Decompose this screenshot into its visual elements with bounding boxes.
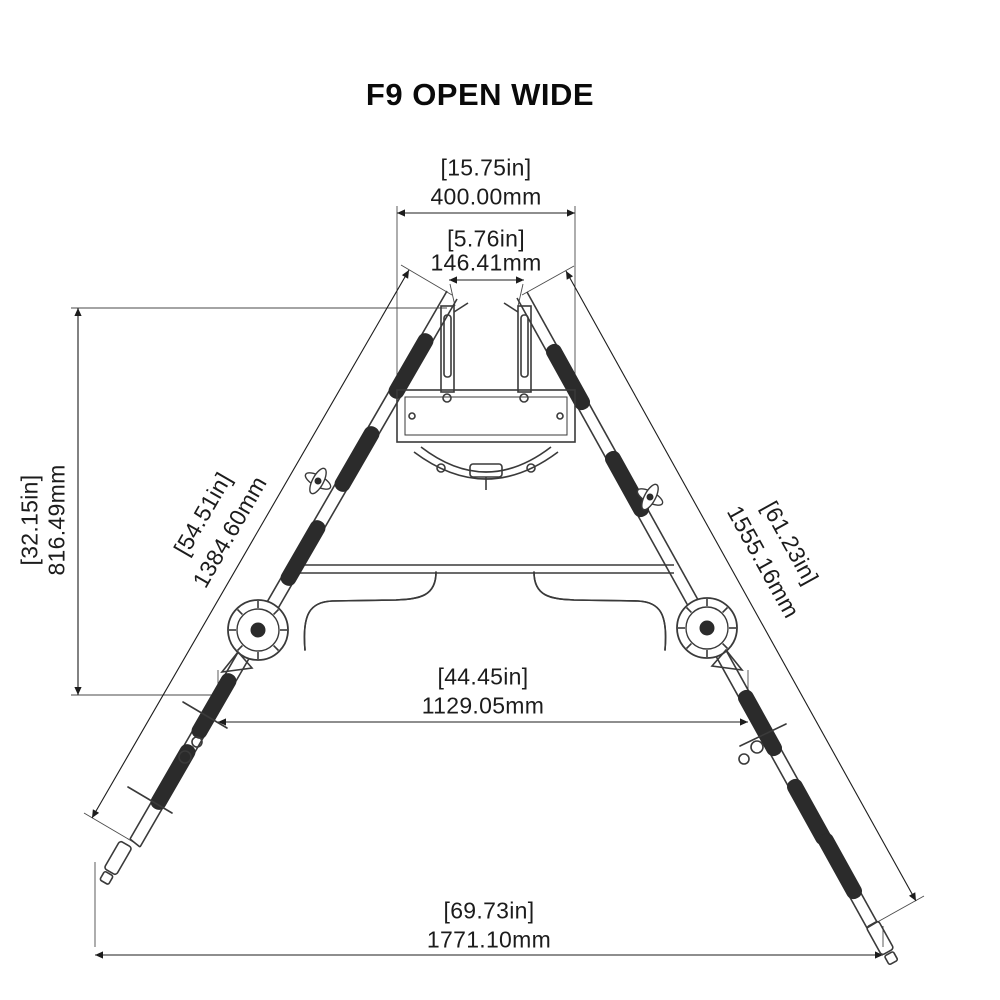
- top-cross-box: [396, 389, 576, 443]
- dim-height-mm: 816.49mm: [43, 464, 70, 576]
- foot-left: [99, 840, 132, 885]
- handle-tubes: [303, 571, 667, 651]
- tbar-left-upper: [182, 701, 228, 729]
- pivot-hub-right: [676, 597, 738, 659]
- dim-mid-width-inches: [44.45in]: [437, 663, 529, 690]
- dim-hook-gap-mm: 146.41mm: [430, 249, 542, 276]
- center-crossbar: [294, 564, 674, 574]
- dim-mid-width-mm: 1129.05mm: [421, 692, 545, 719]
- dim-hook-gap-inches: [5.76in]: [447, 225, 525, 252]
- dimension-lines: [74, 209, 917, 959]
- dim-bottom-width-mm: 1771.10mm: [426, 926, 552, 953]
- spring-arc: [413, 446, 559, 490]
- dim-line-right-arm: [565, 270, 917, 902]
- top-hook-towers: [440, 302, 532, 403]
- tbar-left-lower: [127, 786, 173, 814]
- dim-bottom-width-inches: [69.73in]: [443, 897, 535, 924]
- rack-body: [99, 290, 899, 965]
- dim-top-width-inches: [15.75in]: [440, 154, 532, 181]
- dim-height-inches: [32.15in]: [16, 474, 43, 566]
- tbar-right: [739, 723, 787, 747]
- foot-right: [866, 920, 899, 965]
- butterfly-knob-left: [302, 465, 334, 497]
- pivot-hub-left: [227, 599, 289, 661]
- drawing-title: F9 OPEN WIDE: [365, 77, 595, 112]
- dim-line-left-arm: [91, 269, 410, 819]
- knob-bolts: [178, 736, 764, 765]
- dim-top-width-mm: 400.00mm: [430, 183, 542, 210]
